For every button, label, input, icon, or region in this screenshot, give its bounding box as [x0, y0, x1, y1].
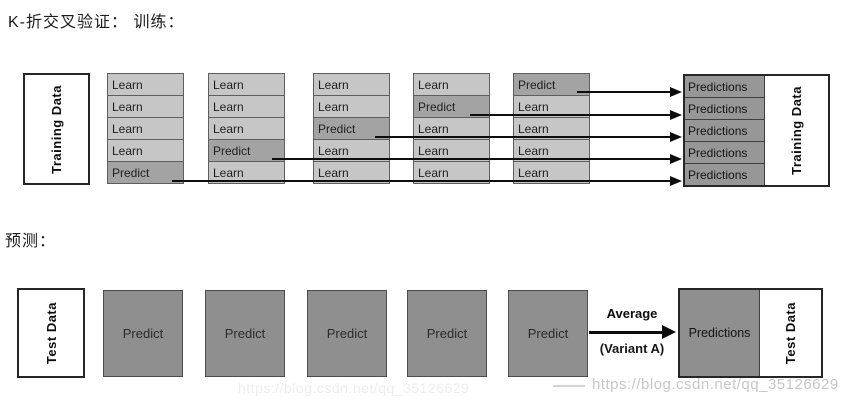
arrow-head-icon	[670, 110, 682, 120]
predictions-cell: Predictions	[685, 76, 764, 98]
fold-cell-learn: Learn	[413, 161, 490, 184]
fold-cell-predict: Predict	[513, 73, 590, 96]
fold-cell-learn: Learn	[107, 117, 184, 140]
training-section-title: K-折交叉验证： 训练：	[8, 14, 185, 31]
predictions-cell: Predictions	[685, 98, 764, 120]
arrow-head-icon	[670, 132, 682, 142]
fold-cell-learn: Learn	[513, 161, 590, 184]
arrow-head-icon	[670, 87, 682, 97]
variant-a-label: (Variant A)	[599, 341, 665, 356]
watermark-faint: https://blog.csdn.net/qq_35126629	[238, 380, 470, 396]
arrow-line	[470, 114, 670, 116]
fold-cell-learn: Learn	[107, 95, 184, 118]
test-data-label: Test Data	[43, 301, 59, 365]
predict-box: Predict	[103, 290, 183, 377]
predict-box: Predict	[205, 290, 285, 377]
test-data-box: Test Data	[17, 288, 85, 378]
training-data-right-label: Training Data	[789, 86, 804, 175]
fold-cell-learn: Learn	[513, 139, 590, 162]
test-data-right-label: Test Data	[783, 301, 798, 365]
predictions-label-bottom: Predictions	[680, 290, 760, 376]
fold-cell-learn: Learn	[513, 117, 590, 140]
training-data-right-area: Training Data	[765, 76, 828, 185]
fold-cell-learn: Learn	[208, 95, 285, 118]
fold-cell-learn: Learn	[313, 73, 390, 96]
fold-cell-predict: Predict	[107, 161, 184, 184]
fold-cell-learn: Learn	[413, 73, 490, 96]
predict-box: Predict	[407, 290, 487, 377]
average-label: Average	[606, 306, 658, 321]
fold-cell-learn: Learn	[107, 73, 184, 96]
predictions-cell: Predictions	[685, 164, 764, 185]
predictions-cell: Predictions	[685, 120, 764, 142]
average-arrow-line	[589, 331, 663, 334]
fold-cell-predict: Predict	[313, 117, 390, 140]
fold-cell-learn: Learn	[208, 73, 285, 96]
predictions-box-test: Predictions Test Data	[678, 288, 823, 378]
watermark: https://blog.csdn.net/qq_35126629	[592, 376, 839, 393]
arrow-line	[172, 180, 670, 182]
predict-box: Predict	[508, 290, 588, 377]
arrow-line	[375, 136, 670, 138]
average-arrow-head-icon	[662, 325, 676, 339]
arrow-head-icon	[670, 176, 682, 186]
arrow-line	[272, 158, 670, 160]
watermark-dash	[553, 385, 585, 387]
arrow-head-icon	[670, 154, 682, 164]
predict-box: Predict	[307, 290, 387, 377]
training-data-box: Training Data	[23, 73, 90, 185]
fold-cell-learn: Learn	[208, 161, 285, 184]
fold-cell-learn: Learn	[313, 95, 390, 118]
training-data-label: Training Data	[49, 84, 64, 174]
fold-cell-learn: Learn	[313, 161, 390, 184]
fold-cell-learn: Learn	[413, 117, 490, 140]
fold-cell-learn: Learn	[107, 139, 184, 162]
fold-cell-learn: Learn	[208, 117, 285, 140]
prediction-section-title: 预测：	[5, 233, 57, 250]
predictions-cell: Predictions	[685, 142, 764, 164]
arrow-line	[577, 91, 670, 93]
test-data-right-area: Test Data	[760, 290, 821, 376]
